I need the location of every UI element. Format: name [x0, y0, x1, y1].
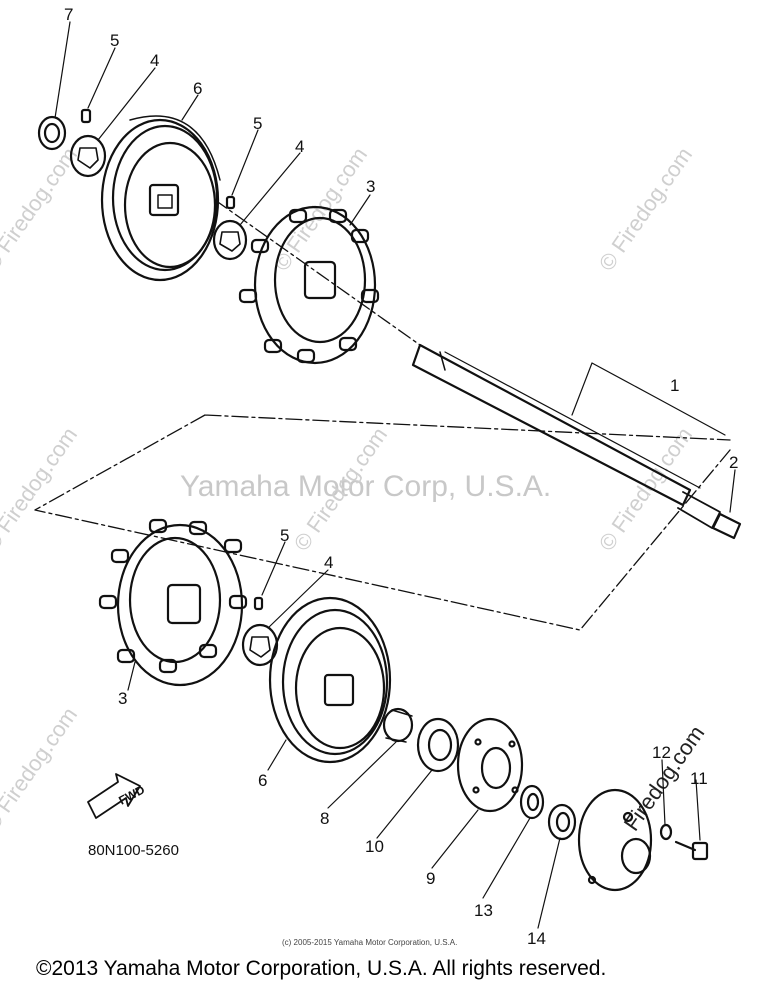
bolt-11-part — [674, 840, 709, 861]
drive-shaft-1-part — [411, 343, 721, 529]
sprocket-3b-part — [98, 518, 248, 687]
bushing-4a-part — [69, 134, 107, 178]
bearing-10-part — [416, 717, 460, 773]
callout-5b: 5 — [253, 114, 263, 133]
assembly-line-top — [214, 199, 421, 346]
callout-9: 9 — [426, 869, 436, 888]
flange-9-part — [456, 717, 524, 813]
callout-14: 14 — [527, 929, 546, 948]
idler-wheel-6a-part — [100, 115, 221, 282]
key-5a-part — [80, 108, 92, 124]
key-5c-part — [253, 596, 264, 611]
watermark-center: Yamaha Motor Corp, U.S.A. — [180, 470, 552, 503]
callout-7a: 7 — [64, 5, 74, 24]
callout-4b: 4 — [295, 137, 305, 156]
idler-wheel-6b-part — [268, 596, 392, 764]
callout-1: 1 — [670, 376, 680, 395]
callout-10: 10 — [365, 837, 384, 856]
footer-copyright: ©2013 Yamaha Motor Corporation, U.S.A. A… — [36, 957, 607, 980]
callout-4c: 4 — [324, 553, 334, 572]
spacer-8-part — [382, 707, 414, 743]
callout-5c: 5 — [280, 526, 290, 545]
callout-12: 12 — [652, 743, 671, 762]
pin-2-part — [711, 512, 742, 540]
small-copyright: (c) 2005-2015 Yamaha Motor Corporation, … — [282, 938, 458, 947]
callout-3b: 3 — [118, 689, 128, 708]
collar-7-part — [37, 115, 67, 151]
callout-4a: 4 — [150, 51, 160, 70]
callout-8: 8 — [320, 809, 330, 828]
callout-6b: 6 — [258, 771, 268, 790]
callout-11: 11 — [690, 769, 708, 788]
callout-3a: 3 — [366, 177, 376, 196]
callout-6a: 6 — [193, 79, 203, 98]
callout-13: 13 — [474, 901, 493, 920]
bearing-housing-part — [577, 788, 653, 892]
fwd-arrow-icon — [87, 773, 141, 819]
washer-13-part — [519, 784, 545, 820]
bushing-4c-part — [241, 623, 279, 667]
washer-12-part — [659, 823, 673, 841]
callout-2: 2 — [729, 453, 739, 472]
sprocket-3a-part — [238, 205, 380, 365]
diagram-part-number: 80N100-5260 — [88, 842, 179, 859]
assembly-boundary — [34, 414, 731, 631]
callout-5a: 5 — [110, 31, 120, 50]
key-5b-part — [225, 195, 236, 210]
nut-14-part — [547, 803, 577, 841]
bushing-4b-part — [212, 219, 248, 261]
